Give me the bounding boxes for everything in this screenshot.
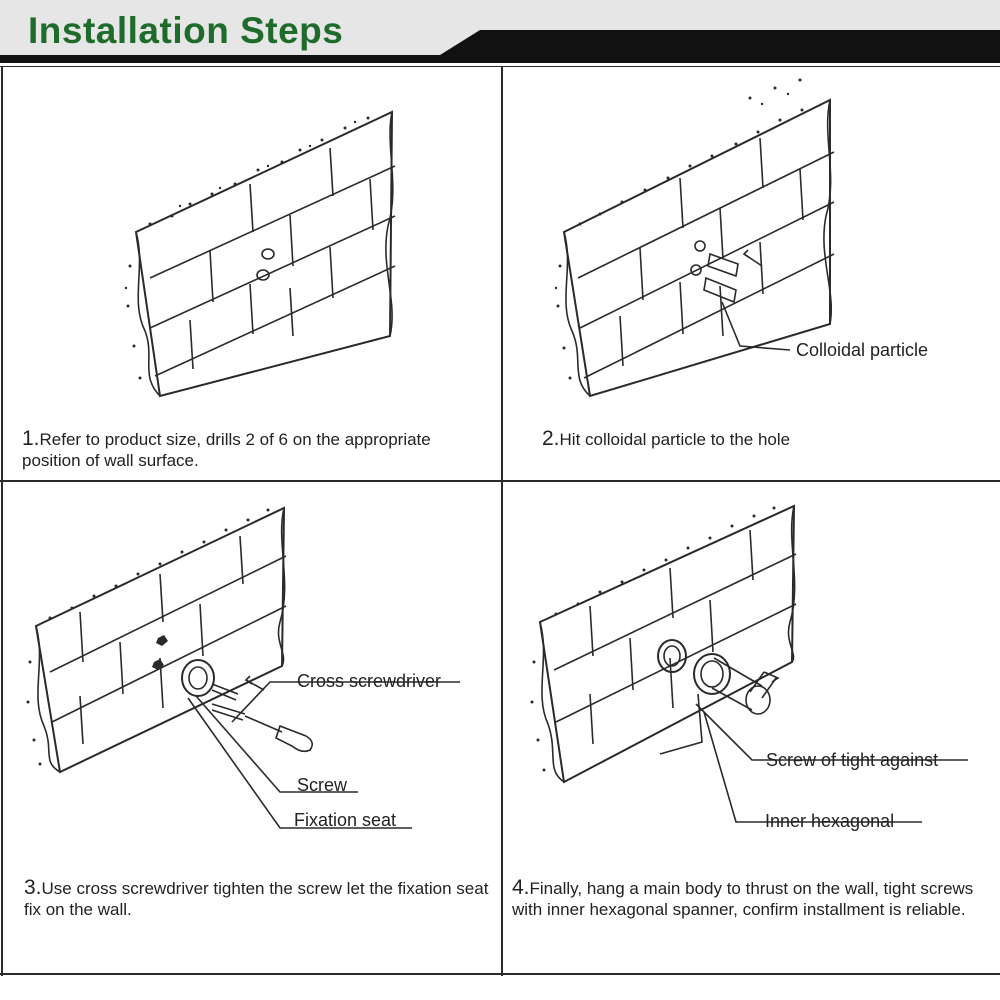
banner-background <box>0 0 1000 70</box>
step-4-description: Finally, hang a main body to thrust on t… <box>512 879 974 919</box>
step-4-illustration <box>530 504 968 823</box>
step-1-illustration <box>124 110 396 398</box>
step-2-number: 2. <box>542 427 560 450</box>
step-3-description: Use cross screwdriver tighten the screw … <box>24 879 489 919</box>
step-1-number: 1. <box>22 427 40 450</box>
callout-inner-hexagonal: Inner hexagonal <box>765 811 895 831</box>
callout-fixation-seat: Fixation seat <box>294 810 397 830</box>
callout-colloidal-particle: Colloidal particle <box>796 340 929 360</box>
step-4-text: 4.Finally, hang a main body to thrust on… <box>512 877 994 920</box>
step-3-number: 3. <box>24 876 42 899</box>
step-4-number: 4. <box>512 876 530 899</box>
page-title: Installation Steps <box>28 10 344 51</box>
header-banner: Installation Steps <box>0 0 1000 70</box>
step-3-text: 3.Use cross screwdriver tighten the scre… <box>24 877 498 920</box>
callout-screw: Screw <box>297 775 348 795</box>
step-1-description: Refer to product size, drills 2 of 6 on … <box>22 430 431 470</box>
step-3-illustration <box>26 506 460 829</box>
step-2-text: 2.Hit colloidal particle to the hole <box>542 428 982 450</box>
step-2-description: Hit colloidal particle to the hole <box>559 430 791 449</box>
steps-grid-frame <box>0 66 1000 976</box>
callout-screw-tight: Screw of tight against <box>766 750 939 770</box>
callout-cross-screwdriver: Cross screwdriver <box>297 671 442 691</box>
step-1-text: 1.Refer to product size, drills 2 of 6 o… <box>22 428 492 471</box>
step-2-illustration <box>554 78 835 398</box>
